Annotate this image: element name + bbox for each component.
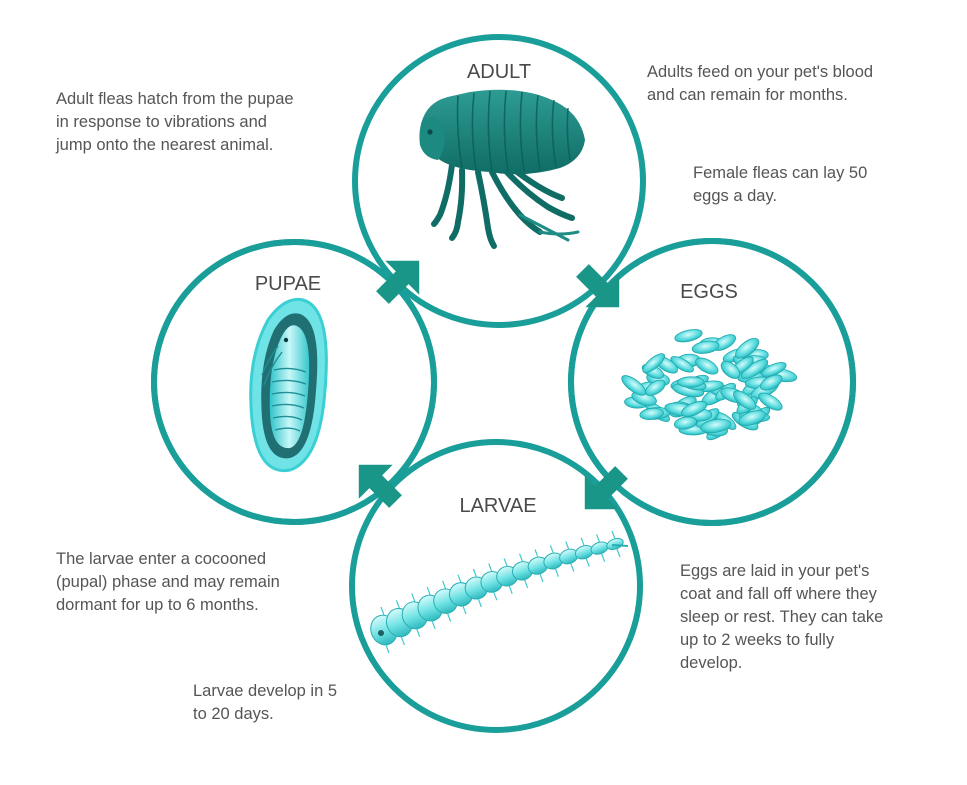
larva-head	[378, 630, 384, 636]
larva-hair	[426, 586, 436, 630]
larva-hair	[580, 537, 590, 567]
larva-hair	[534, 549, 544, 583]
larva-hair	[596, 534, 606, 562]
flea-egg	[621, 375, 647, 396]
flea-egg	[720, 360, 741, 379]
arrow-pupae-to-adult	[376, 260, 420, 304]
flea-egg	[700, 418, 732, 434]
larva-hair	[565, 541, 575, 572]
flea-egg	[674, 329, 703, 343]
note-eggs-laid: Eggs are laid in your pet's coat and fal…	[680, 562, 884, 672]
flea-egg	[761, 362, 787, 377]
larva-hair	[503, 558, 513, 595]
larva-hair	[519, 553, 529, 589]
cycle-arrows	[358, 260, 628, 510]
stage-label-larvae: LARVAE	[459, 495, 536, 517]
larva-hair	[380, 606, 390, 654]
flea-egg	[680, 400, 708, 417]
note-female-lay: Female fleas can lay 50 eggs a day.	[693, 164, 868, 205]
larva-tail	[611, 544, 629, 547]
flea-egg	[639, 407, 664, 420]
larva-segment	[606, 537, 624, 551]
flea-egg	[691, 340, 720, 354]
flea-egg	[695, 357, 719, 375]
flea-egg	[738, 410, 766, 426]
larva-hair	[395, 600, 405, 646]
flea-egg	[758, 392, 783, 411]
larva-hair	[457, 574, 467, 615]
flea-egg	[677, 376, 705, 388]
flea-larva-icon	[370, 530, 629, 654]
flea-egg	[735, 337, 760, 359]
note-larvae-develop: Larvae develop in 5 to 20 days.	[193, 682, 338, 723]
ring-overlap-strokes	[151, 238, 856, 526]
note-larvae-cocoon: The larvae enter a cocooned (pupal) phas…	[56, 550, 280, 614]
flea-egg	[673, 416, 698, 430]
stage-label-pupae: PUPAE	[255, 273, 321, 295]
larva-hair	[442, 580, 452, 622]
arrow-larvae-to-pupae	[358, 464, 402, 508]
flea-adult-icon	[419, 89, 585, 249]
flea-egg	[642, 353, 665, 374]
flea-egg	[670, 356, 694, 373]
arrow-adult-to-eggs	[576, 264, 620, 308]
stage-label-eggs: EGGS	[680, 281, 738, 303]
larva-hair	[472, 568, 482, 608]
larva-hair	[611, 530, 621, 558]
flea-pupa-icon	[249, 297, 328, 473]
arrow-eggs-to-larvae	[584, 466, 628, 510]
flea-egg	[733, 390, 757, 410]
larva-hair	[488, 563, 498, 601]
flea-egg	[645, 379, 666, 396]
flea-egg	[759, 374, 783, 391]
note-adult-hatch: Adult fleas hatch from the pupae in resp…	[56, 90, 294, 154]
larva-hair	[549, 545, 559, 577]
stage-label-adult: ADULT	[467, 61, 531, 83]
flea-eggs-icon	[621, 329, 798, 441]
note-adults-feed: Adults feed on your pet's blood and can …	[647, 63, 874, 104]
larva-hair	[411, 593, 421, 638]
